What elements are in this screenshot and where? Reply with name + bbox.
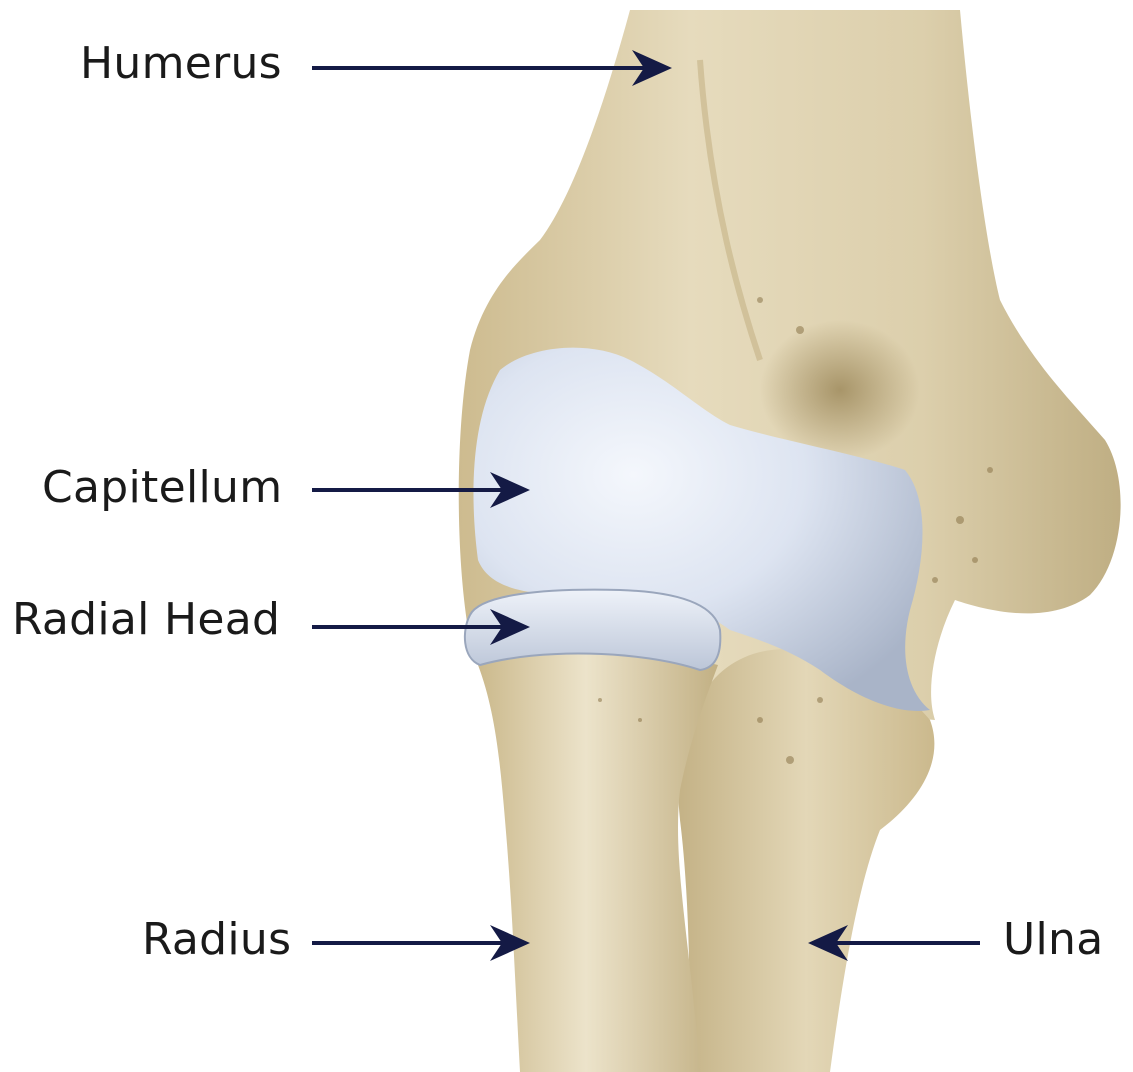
- ulna-label: Ulna: [1003, 918, 1103, 962]
- radius-label: Radius: [142, 918, 291, 962]
- radial-head-label: Radial Head: [12, 598, 280, 642]
- radius-bone: [478, 646, 718, 1072]
- humerus-fossa-shadow: [760, 320, 920, 460]
- humerus-label: Humerus: [80, 42, 282, 86]
- capitellum-label: Capitellum: [42, 466, 282, 510]
- ulna-bone: [678, 649, 934, 1072]
